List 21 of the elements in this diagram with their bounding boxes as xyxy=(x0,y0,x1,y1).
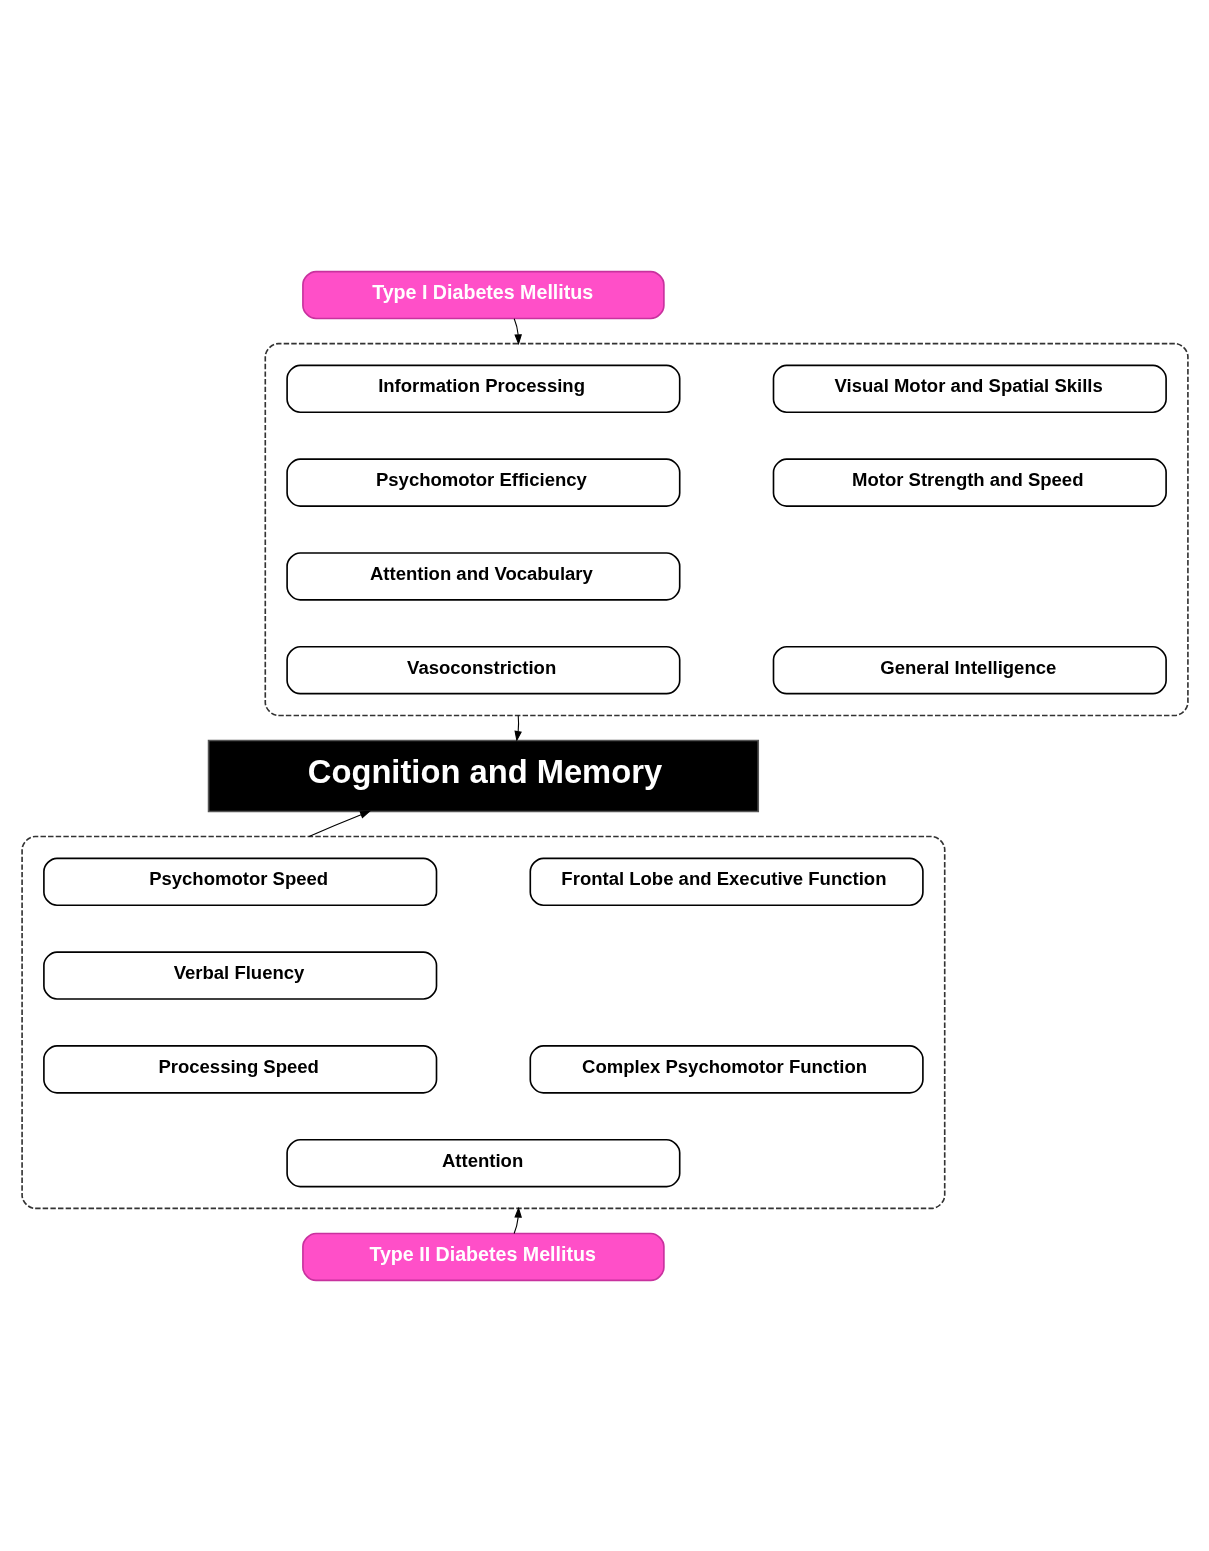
node-box: Type I Diabetes Mellitus xyxy=(301,270,665,319)
node-box: General Intelligence xyxy=(772,645,1167,694)
node-box: Attention xyxy=(285,1138,681,1187)
node-box: Complex Psychomotor Function xyxy=(528,1044,924,1094)
cluster xyxy=(20,835,946,1209)
node-box: Cognition and Memory xyxy=(207,739,759,812)
node-box: Visual Motor and Spatial Skills xyxy=(772,364,1167,413)
node-box: Vasoconstriction xyxy=(285,645,681,694)
node-box: Type II Diabetes Mellitus xyxy=(301,1232,665,1281)
arrow xyxy=(513,317,522,345)
node-box: Information Processing xyxy=(285,364,681,413)
node-box: Verbal Fluency xyxy=(42,950,437,1000)
cluster xyxy=(263,342,1189,716)
node-box: Psychomotor Speed xyxy=(42,857,437,906)
node-box: Frontal Lobe and Executive Function xyxy=(528,857,924,906)
node-box: Attention and Vocabulary xyxy=(285,551,681,601)
arrow xyxy=(513,714,522,742)
node-box: Processing Speed xyxy=(42,1044,437,1094)
node-box: Motor Strength and Speed xyxy=(772,457,1167,507)
node-box: Psychomotor Efficiency xyxy=(285,457,681,507)
arrow xyxy=(513,1206,522,1234)
